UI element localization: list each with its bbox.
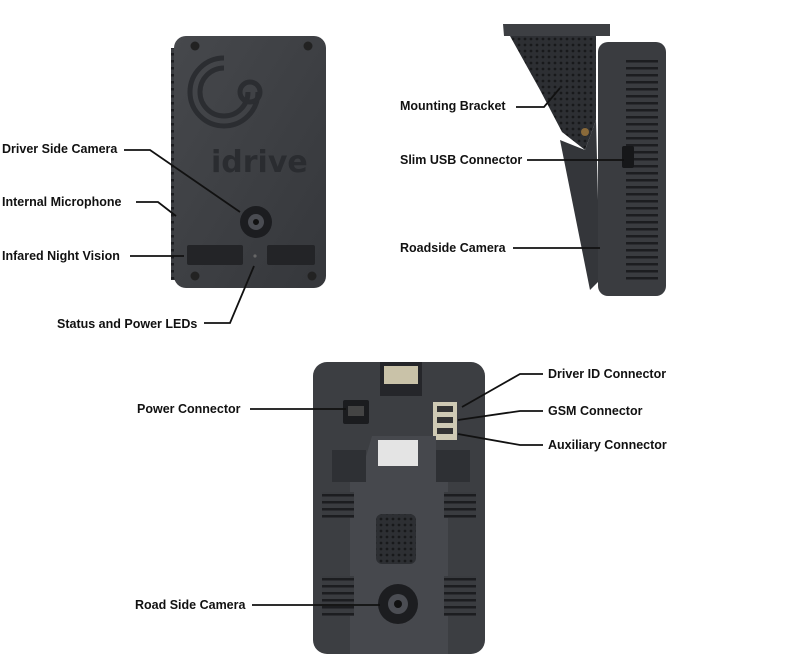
mounting-bracket [510,36,596,150]
label-mounting-bracket: Mounting Bracket [400,99,506,113]
leader-mounting-bracket [516,87,561,108]
label-internal-microphone: Internal Microphone [2,195,122,209]
label-infrared-night-vision: Infared Night Vision [2,249,120,263]
top-connector-pins [384,366,418,384]
leader-internal-microphone [136,201,177,217]
label-slim-usb-connector: Slim USB Connector [400,153,523,167]
screw-icon [303,41,313,51]
front-device-body [174,36,326,288]
rear-rib-left [332,450,366,482]
leader-status-power-leds [204,265,255,324]
label-roadside-camera: Roadside Camera [400,241,506,255]
rear-vents-left-upper [322,492,354,518]
leader-driver-side-camera [124,149,241,213]
brand-logo-text: idrive [211,145,308,180]
certification-sticker [378,440,418,466]
status-led-icon [253,254,257,258]
bracket-screw-icon [581,128,589,136]
screw-icon [190,41,200,51]
rear-device [313,362,485,654]
bracket-top-plate [503,24,610,36]
label-auxiliary-connector: Auxiliary Connector [548,438,667,452]
rear-rib-right [436,450,470,482]
label-road-side-camera: Road Side Camera [135,598,246,612]
label-driver-id-connector: Driver ID Connector [548,367,667,381]
rear-vents-left-lower [322,576,354,616]
screw-icon [307,271,317,281]
label-status-power-leds: Status and Power LEDs [57,317,198,331]
speaker-grille-icon [376,514,416,564]
infrared-panel-left [187,245,243,265]
usb-port-icon [622,146,634,168]
screw-icon [190,271,200,281]
infrared-panel-right [267,245,315,265]
label-power-connector: Power Connector [137,402,241,416]
side-device [503,24,666,296]
idrive-logo-icon [187,55,263,129]
label-gsm-connector: GSM Connector [548,404,643,418]
leader-gsm-connector [457,410,543,421]
rear-vents-right-upper [444,492,476,518]
side-vents [626,56,658,282]
leader-driver-id-connector [461,373,543,408]
leader-auxiliary-connector [457,433,543,446]
label-driver-side-camera: Driver Side Camera [2,142,118,156]
rear-vents-right-lower [444,576,476,616]
leader-lines [124,87,624,606]
front-device: idrive [171,36,326,288]
